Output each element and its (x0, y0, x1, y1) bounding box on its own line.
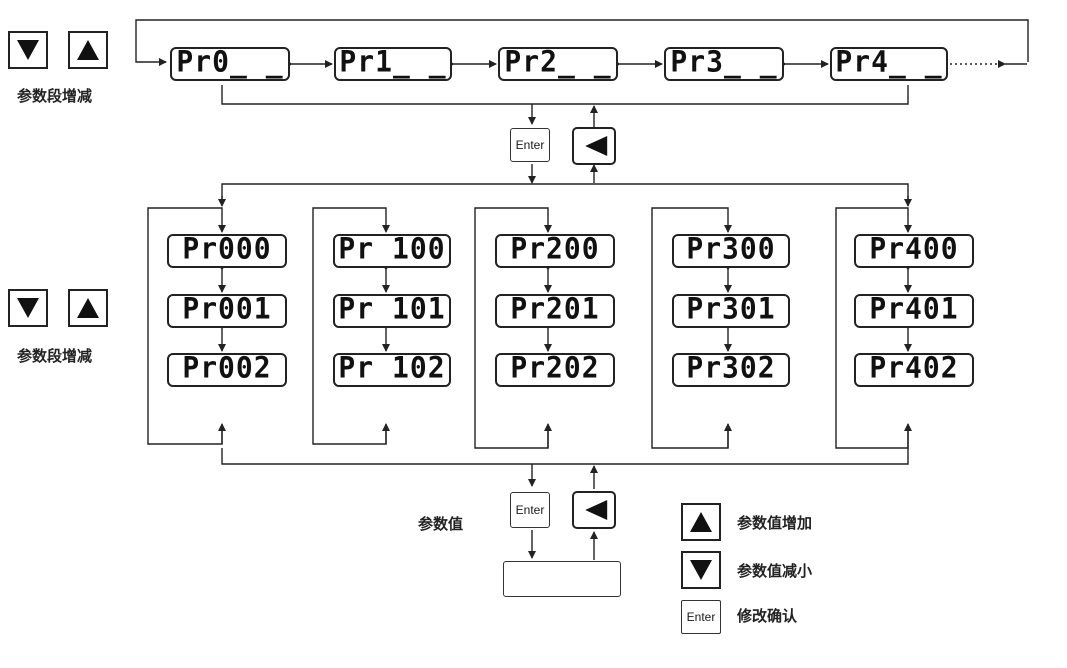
param-value-label: 参数值 (418, 515, 464, 533)
up-key-button[interactable] (68, 31, 108, 69)
top-loop-line (135, 19, 1029, 66)
down-key-button[interactable] (8, 31, 48, 69)
param-adjust-label: 参数段增减 (17, 347, 93, 365)
legend-enter-text: 修改确认 (737, 607, 798, 625)
param-display: Pr300 (672, 234, 790, 268)
segment-display: Pr0_ _ (170, 47, 290, 81)
left-triangle-icon (585, 500, 608, 520)
param-display: Pr000 (167, 234, 287, 268)
legend-down-text: 参数值减小 (737, 562, 813, 580)
param-display: Pr200 (495, 234, 615, 268)
param-display: Pr402 (854, 353, 974, 387)
legend-up-key (681, 503, 721, 541)
down-triangle-icon (17, 298, 39, 318)
param-display: Pr400 (854, 234, 974, 268)
up-key-button-2[interactable] (68, 289, 108, 327)
back-button[interactable] (572, 127, 616, 165)
param-display: Pr201 (495, 294, 615, 328)
param-display: Pr202 (495, 353, 615, 387)
enter-button[interactable]: Enter (510, 128, 550, 162)
param-display: Pr301 (672, 294, 790, 328)
legend-enter-key: Enter (681, 600, 721, 634)
param-display: Pr001 (167, 294, 287, 328)
down-key-button-2[interactable] (8, 289, 48, 327)
up-triangle-icon (77, 40, 99, 60)
segment-display: Pr4_ _ (830, 47, 948, 81)
down-triangle-icon (17, 40, 39, 60)
left-triangle-icon (585, 136, 608, 156)
param-display: Pr 100 (333, 234, 451, 268)
down-triangle-icon (690, 560, 712, 580)
legend-down-key (681, 551, 721, 589)
param-value-display (503, 561, 621, 597)
up-triangle-icon (690, 512, 712, 532)
param-display: Pr 102 (333, 353, 451, 387)
legend-up-text: 参数值增加 (737, 514, 813, 532)
segment-adjust-label: 参数段增减 (17, 87, 93, 105)
segment-display: Pr2_ _ (498, 47, 618, 81)
segment-display: Pr1_ _ (334, 47, 452, 81)
segment-display: Pr3_ _ (664, 47, 784, 81)
up-triangle-icon (77, 298, 99, 318)
param-display: Pr 101 (333, 294, 451, 328)
param-display: Pr302 (672, 353, 790, 387)
param-display: Pr002 (167, 353, 287, 387)
back-button-2[interactable] (572, 491, 616, 529)
enter-button-2[interactable]: Enter (510, 492, 550, 528)
param-display: Pr401 (854, 294, 974, 328)
